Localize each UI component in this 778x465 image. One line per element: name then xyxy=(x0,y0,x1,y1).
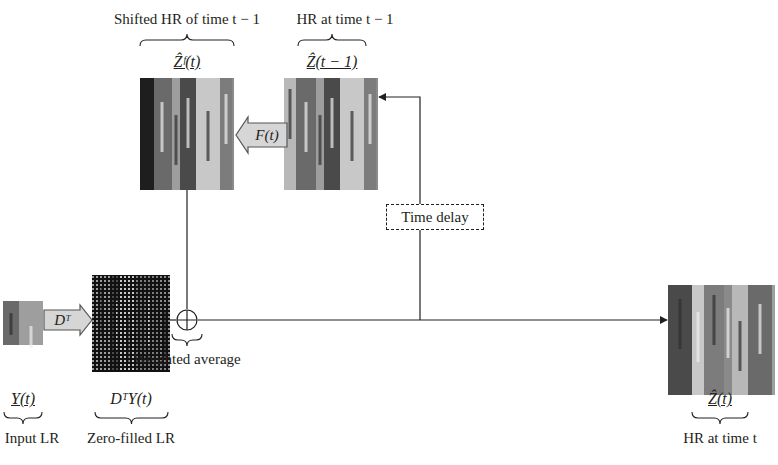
book-spine xyxy=(152,78,172,190)
image-ground xyxy=(284,78,378,190)
caption-label: Zero-filled LR xyxy=(87,429,175,447)
delay-box: Time delay xyxy=(386,204,484,230)
caption-label: HR at time t − 1 xyxy=(296,10,393,28)
node-label: Time delay xyxy=(401,208,468,226)
spine-lettering xyxy=(305,102,308,152)
caption-label: Weighted average xyxy=(133,350,240,368)
image-ground xyxy=(140,78,234,190)
shifted-hr-image xyxy=(140,78,234,190)
book-spine xyxy=(692,285,704,395)
hr-output-image xyxy=(668,285,775,395)
book-spine xyxy=(376,78,378,190)
spine-lettering xyxy=(351,111,354,161)
image-ground xyxy=(668,285,775,395)
image-ground xyxy=(3,301,43,345)
brace xyxy=(95,412,168,424)
spine-lettering xyxy=(319,115,322,165)
node-label: F(t) xyxy=(255,126,278,144)
spine-lettering xyxy=(225,94,228,144)
hr-previous-image xyxy=(284,78,378,190)
symbol-label: Y(t) xyxy=(11,390,35,408)
book-spine xyxy=(748,285,772,395)
symbol-label: Ẑ(t) xyxy=(708,390,732,408)
brace xyxy=(172,334,202,346)
spine-lettering xyxy=(175,115,178,165)
shifted-feed-wire xyxy=(186,190,187,309)
caption-label: Shifted HR of time t − 1 xyxy=(114,10,260,28)
book-spine xyxy=(172,78,180,190)
spine-lettering xyxy=(331,98,334,148)
caption-label: HR at time t xyxy=(683,429,757,447)
node-label: Dᵀ xyxy=(54,311,71,329)
spine-lettering xyxy=(713,295,716,345)
book-spine xyxy=(180,78,196,190)
spine-lettering xyxy=(369,94,372,144)
spine-lettering xyxy=(161,102,164,152)
block-arrow-shape xyxy=(44,305,92,335)
input-lr-image xyxy=(3,301,43,348)
symbol-label: DᵀY(t) xyxy=(110,390,152,408)
spine-lettering xyxy=(739,321,742,371)
caption-label: Input LR xyxy=(5,429,60,447)
book-spine xyxy=(704,285,724,395)
spine-lettering xyxy=(30,326,33,348)
brace xyxy=(692,412,748,424)
operator-arrow: F(t) xyxy=(236,117,287,153)
book-spine xyxy=(668,285,692,395)
shift-border xyxy=(140,78,154,190)
book-spine xyxy=(296,78,316,190)
book-spine xyxy=(316,78,324,190)
book-spine xyxy=(772,285,775,395)
book-spine xyxy=(232,78,234,190)
book-spine xyxy=(732,285,748,395)
sum-cross xyxy=(177,310,197,330)
symbol-label: Ẑ(t − 1) xyxy=(307,53,358,71)
sum-circle xyxy=(177,310,197,330)
symbol-label: Ẑᶠ(t) xyxy=(174,53,201,71)
spine-lettering xyxy=(679,299,682,349)
spine-lettering xyxy=(289,89,292,139)
block-arrow-shape xyxy=(236,117,287,153)
spine-lettering xyxy=(10,313,13,335)
book-spine xyxy=(3,301,19,345)
book-spine xyxy=(340,78,364,190)
book-spine xyxy=(724,285,732,395)
operator-arrow: Dᵀ xyxy=(44,305,92,335)
book-spine xyxy=(196,78,220,190)
brace xyxy=(298,34,366,46)
brace xyxy=(140,34,234,46)
zero-filled-feed-wire xyxy=(170,319,176,320)
spine-lettering xyxy=(207,111,210,161)
book-spine xyxy=(324,78,340,190)
spine-lettering xyxy=(727,308,730,358)
brace xyxy=(4,412,42,424)
output-wire xyxy=(198,319,667,320)
book-spine xyxy=(364,78,376,190)
spine-lettering xyxy=(187,98,190,148)
spine-lettering xyxy=(697,312,700,362)
spine-lettering xyxy=(759,304,762,354)
book-spine xyxy=(220,78,232,190)
